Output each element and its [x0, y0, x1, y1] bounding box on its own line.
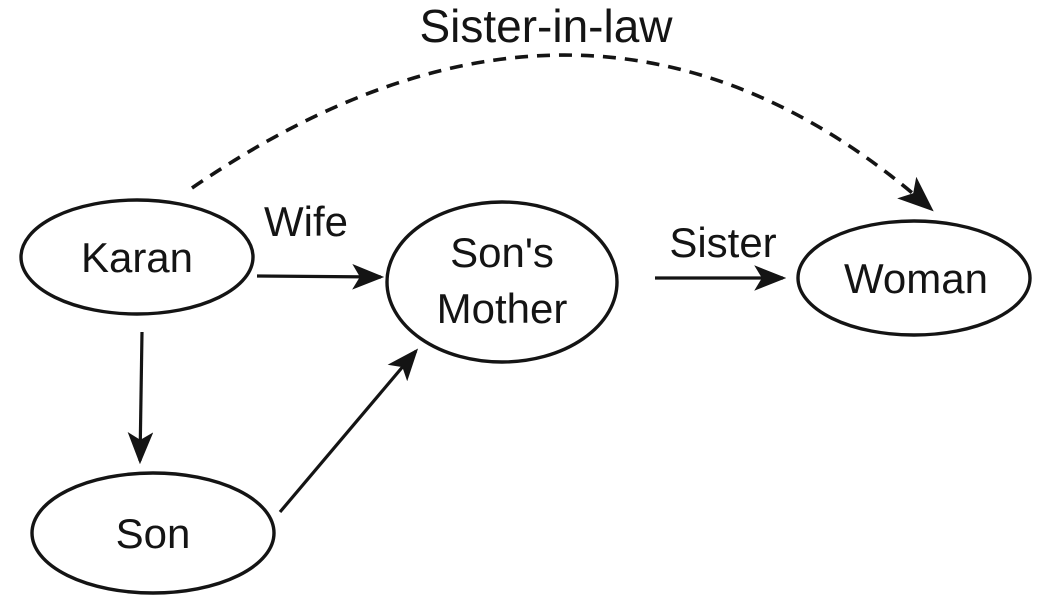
edge-label-sister-in-law: Sister-in-law [419, 0, 673, 52]
node-label-karan: Karan [81, 234, 193, 281]
node-label-sons-mother-line1: Son's [450, 229, 554, 276]
node-label-woman: Woman [844, 255, 988, 302]
node-label-sons-mother-line2: Mother [437, 285, 568, 332]
edge-wife-arrow [256, 263, 385, 290]
edge-label-sister: Sister [669, 219, 776, 266]
node-ellipse-karan [19, 198, 255, 316]
edge-sister-in-law-dashed-arrow [190, 53, 934, 212]
node-ellipse-son [30, 471, 276, 595]
edge-karan-to-son-arrow [127, 331, 154, 465]
edge-son-to-mother-arrow [278, 348, 419, 514]
edge-label-wife: Wife [264, 198, 348, 245]
node-group: Karan Son's Mother Woman Son [19, 198, 1032, 595]
edge-label-group: Wife Sister Sister-in-law [264, 0, 777, 266]
node-ellipse-woman [796, 219, 1032, 337]
node-ellipse-sons-mother [385, 200, 619, 364]
node-label-son: Son [116, 510, 191, 557]
edge-group [127, 53, 934, 514]
